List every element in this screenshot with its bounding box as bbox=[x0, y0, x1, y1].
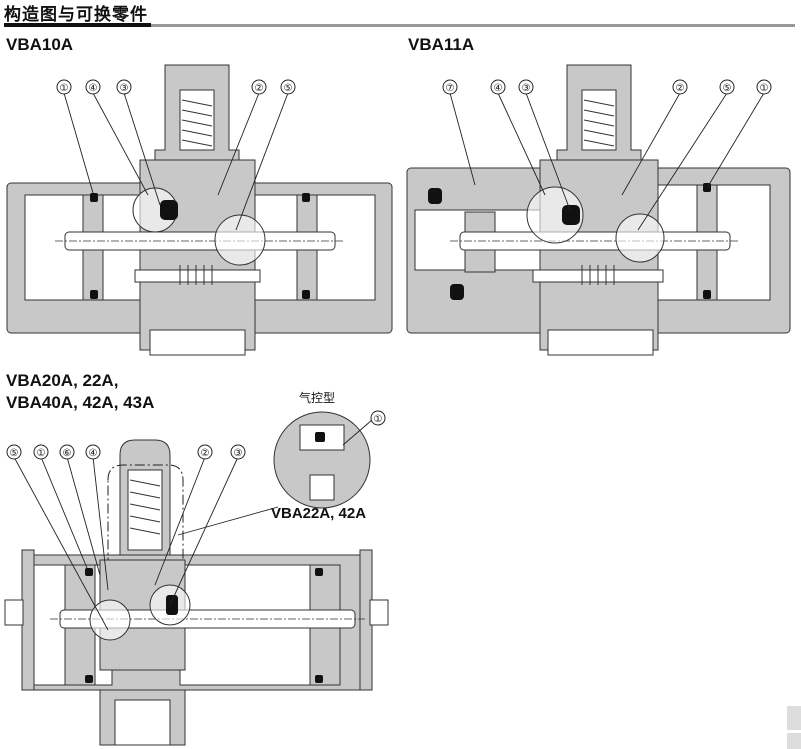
svg-text:①: ① bbox=[374, 414, 383, 425]
callout-balloon: ③ bbox=[230, 444, 246, 460]
callout-balloon: ② bbox=[251, 79, 267, 95]
svg-text:①: ① bbox=[760, 83, 769, 94]
spring-icon bbox=[181, 99, 213, 147]
diagram-vba20a: ① ⑤ ① ⑥ ④ ② ③ bbox=[4, 410, 389, 746]
callout-balloon: ⑦ bbox=[442, 79, 458, 95]
svg-text:②: ② bbox=[255, 83, 264, 94]
end-cap-left bbox=[21, 549, 35, 691]
check-valve-seal bbox=[562, 205, 580, 225]
seal bbox=[90, 290, 98, 299]
svg-text:④: ④ bbox=[494, 83, 503, 94]
spring-icon bbox=[583, 99, 615, 147]
seal bbox=[85, 568, 93, 576]
callout-balloon: ⑤ bbox=[719, 79, 735, 95]
seal bbox=[85, 675, 93, 683]
callout-balloon: ① bbox=[33, 444, 49, 460]
svg-text:②: ② bbox=[201, 448, 210, 459]
corner-widget bbox=[787, 706, 801, 730]
callout-balloon: ④ bbox=[85, 444, 101, 460]
callout-balloon: ⑤ bbox=[6, 444, 22, 460]
pilot-type-label: 气控型 bbox=[299, 391, 336, 405]
callout-balloon: ② bbox=[197, 444, 213, 460]
callout-balloon: ④ bbox=[490, 79, 506, 95]
seal bbox=[450, 284, 464, 300]
seal bbox=[90, 193, 98, 202]
callout-balloon: ① bbox=[370, 410, 386, 426]
title-rule-dark bbox=[4, 23, 151, 27]
detail-circle-left bbox=[89, 599, 131, 641]
callout-balloon: ① bbox=[756, 79, 772, 95]
check-valve-seal bbox=[160, 200, 178, 220]
section-title: 构造图与可换零件 bbox=[4, 5, 148, 25]
check-valve-seal bbox=[166, 595, 178, 615]
model-label-vba20a-line1: VBA20A, 22A, bbox=[6, 371, 119, 390]
svg-text:④: ④ bbox=[89, 448, 98, 459]
seal bbox=[315, 675, 323, 683]
callout-balloon: ③ bbox=[116, 79, 132, 95]
detail-circle-left bbox=[526, 186, 584, 244]
svg-text:③: ③ bbox=[522, 83, 531, 94]
callout-balloon: ④ bbox=[85, 79, 101, 95]
svg-text:①: ① bbox=[60, 83, 69, 94]
title-rule-light bbox=[151, 24, 795, 27]
svg-text:③: ③ bbox=[234, 448, 243, 459]
model-label-vba10a: VBA10A bbox=[6, 35, 74, 54]
svg-text:⑦: ⑦ bbox=[446, 83, 455, 94]
seal bbox=[302, 290, 310, 299]
callout-balloon: ⑥ bbox=[59, 444, 75, 460]
detail-circle-right bbox=[214, 214, 266, 266]
seal bbox=[315, 432, 325, 442]
diagram-vba11a: ⑦ ④ ③ ② ⑤ ① bbox=[406, 64, 791, 356]
nut-right bbox=[369, 599, 389, 626]
model-label-vba11a: VBA11A bbox=[408, 35, 475, 54]
diagram-vba10a: ① ④ ③ ② ⑤ bbox=[6, 64, 393, 356]
callout-balloon: ② bbox=[672, 79, 688, 95]
seal bbox=[302, 193, 310, 202]
seal bbox=[315, 568, 323, 576]
svg-text:③: ③ bbox=[120, 83, 129, 94]
svg-text:④: ④ bbox=[89, 83, 98, 94]
detail-circle-right bbox=[615, 213, 665, 263]
nut-left bbox=[4, 599, 24, 626]
seal bbox=[428, 188, 442, 204]
corner-widget bbox=[787, 733, 801, 749]
model-label-vba20a-line2: VBA40A, 42A, 43A bbox=[6, 393, 155, 412]
svg-text:②: ② bbox=[676, 83, 685, 94]
spring-icon bbox=[179, 265, 213, 285]
svg-text:⑤: ⑤ bbox=[723, 83, 732, 94]
svg-text:⑤: ⑤ bbox=[284, 83, 293, 94]
svg-text:①: ① bbox=[37, 448, 46, 459]
detail-model-label: VBA22A, 42A bbox=[271, 505, 367, 522]
callout-balloon: ⑤ bbox=[280, 79, 296, 95]
seal bbox=[703, 290, 711, 299]
svg-text:⑥: ⑥ bbox=[63, 448, 72, 459]
spring-icon bbox=[129, 479, 161, 535]
callout-balloon: ① bbox=[56, 79, 72, 95]
svg-text:⑤: ⑤ bbox=[10, 448, 19, 459]
spring-icon bbox=[581, 265, 615, 285]
detail-inset-circle bbox=[273, 411, 371, 509]
manifold bbox=[134, 269, 261, 283]
callout-balloon: ③ bbox=[518, 79, 534, 95]
